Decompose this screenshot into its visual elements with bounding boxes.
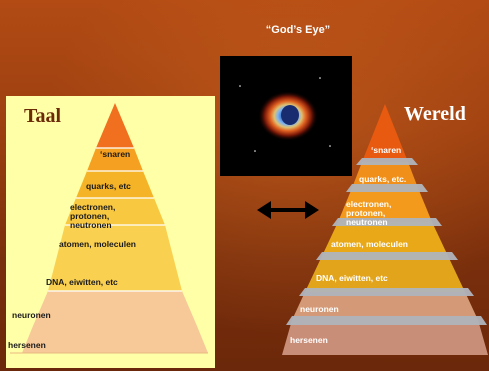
taal-tier-snaren xyxy=(96,103,134,148)
wereld-level-neuronen: neuronen xyxy=(300,304,339,314)
wereld-tier-dna xyxy=(305,256,465,292)
taal-tier-neuronen xyxy=(33,291,197,326)
gods-eye-image xyxy=(220,56,352,176)
wereld-tier-atomen xyxy=(322,222,448,256)
taal-tier-hersenen xyxy=(22,326,208,353)
gods-eye-label: “God’s Eye” xyxy=(265,24,331,36)
wereld-tier-electronen xyxy=(338,188,432,222)
wereld-level-dna: DNA, eiwitten, etc xyxy=(316,273,388,283)
taal-level-dna: DNA, eiwitten, etc xyxy=(46,277,118,287)
taal-tier-electronen xyxy=(76,171,154,198)
taal-level-quarks: quarks, etc xyxy=(86,181,131,191)
taal-level-snaren: ‘snaren xyxy=(100,149,131,159)
wereld-level-snaren: ‘snaren xyxy=(371,145,402,155)
taal-title: Taal xyxy=(24,105,62,127)
wereld-tier-hersenen xyxy=(282,320,488,355)
wereld-tier-snaren xyxy=(362,104,408,162)
taal-level-atomen: atomen, moleculen xyxy=(59,239,136,249)
taal-level-hersenen: hersenen xyxy=(8,340,46,350)
double-arrow-icon xyxy=(255,198,321,222)
taal-tier-dna xyxy=(48,225,182,291)
wereld-level-atomen: atomen, moleculen xyxy=(331,239,408,249)
taal-level-electronen: electronen, protonen, neutronen xyxy=(70,202,116,230)
taal-level-neuronen: neuronen xyxy=(12,310,51,320)
taal-tier-quarks xyxy=(87,148,143,171)
wereld-tier-neuronen xyxy=(292,292,478,320)
taal-tier-atomen xyxy=(65,198,165,225)
wereld-title: Wereld xyxy=(404,103,466,125)
wereld-level-quarks: quarks, etc. xyxy=(359,174,407,184)
wereld-level-electronen: electronen, protonen, neutronen xyxy=(346,199,392,227)
wereld-level-hersenen: hersenen xyxy=(290,335,328,345)
wereld-tier-quarks xyxy=(352,162,418,188)
